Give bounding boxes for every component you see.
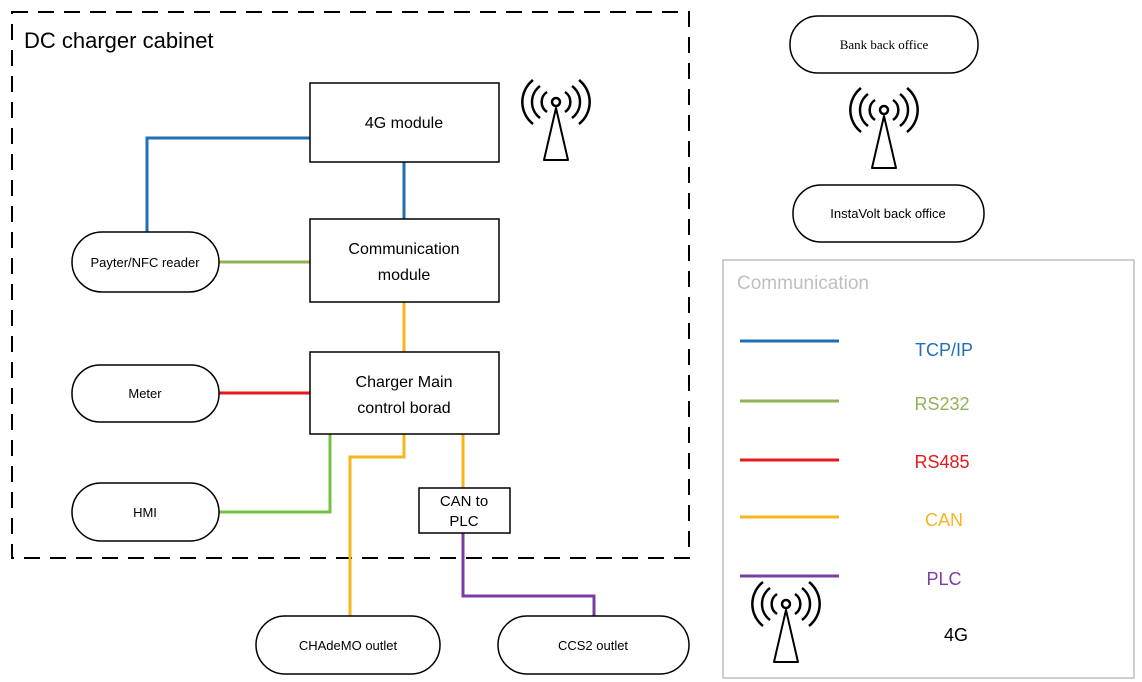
hmi-label: HMI bbox=[133, 505, 157, 520]
payter-nfc-reader: Payter/NFC reader bbox=[71, 231, 220, 293]
communication-module: Communication module bbox=[309, 218, 500, 303]
bank-back-office-label: Bank back office bbox=[840, 37, 929, 52]
instavolt-back-office: InstaVolt back office bbox=[792, 184, 985, 243]
module-4g: 4G module bbox=[309, 82, 500, 163]
legend-label-tcpip: TCP/IP bbox=[915, 340, 973, 360]
legend: Communication TCP/IP RS232 RS485 CAN PLC… bbox=[722, 259, 1135, 679]
meter-label: Meter bbox=[128, 386, 162, 401]
legend-label-plc: PLC bbox=[926, 569, 961, 589]
legend-label-rs232: RS232 bbox=[914, 394, 969, 414]
plc-line-cantoplc-ccs2 bbox=[461, 533, 596, 616]
communication-module-label-line2: module bbox=[378, 267, 431, 284]
chademo-outlet-label: CHAdeMO outlet bbox=[299, 638, 398, 653]
main-control-board: Charger Main control borad bbox=[309, 351, 500, 435]
main-control-board-label-line1: Charger Main bbox=[356, 374, 453, 391]
chademo-outlet: CHAdeMO outlet bbox=[255, 615, 441, 675]
tcpip-line-4g-payter bbox=[145, 136, 310, 232]
payter-nfc-reader-label: Payter/NFC reader bbox=[90, 255, 200, 270]
can-to-plc-converter: CAN to PLC bbox=[418, 487, 511, 534]
communication-module-label-line1: Communication bbox=[348, 241, 459, 258]
can-line-main-chademo bbox=[348, 434, 406, 616]
rs232-line-hmi-main bbox=[219, 434, 332, 514]
legend-title: Communication bbox=[737, 273, 869, 294]
instavolt-back-office-label: InstaVolt back office bbox=[830, 206, 945, 221]
can-to-plc-label-line1: CAN to bbox=[440, 493, 488, 510]
antenna-icon bbox=[521, 78, 591, 162]
meter: Meter bbox=[71, 364, 220, 423]
cabinet-title: DC charger cabinet bbox=[24, 28, 214, 53]
ccs2-outlet: CCS2 outlet bbox=[497, 615, 690, 675]
legend-label-rs485: RS485 bbox=[914, 452, 969, 472]
legend-label-can: CAN bbox=[925, 510, 963, 530]
hmi: HMI bbox=[71, 482, 220, 542]
bank-back-office: Bank back office bbox=[789, 15, 979, 74]
module-4g-label: 4G module bbox=[365, 115, 443, 132]
ccs2-outlet-label: CCS2 outlet bbox=[558, 638, 628, 653]
legend-label-4g: 4G bbox=[944, 625, 968, 645]
main-control-board-label-line2: control borad bbox=[357, 400, 450, 417]
can-to-plc-label-line2: PLC bbox=[449, 513, 478, 530]
antenna-icon bbox=[849, 86, 919, 170]
